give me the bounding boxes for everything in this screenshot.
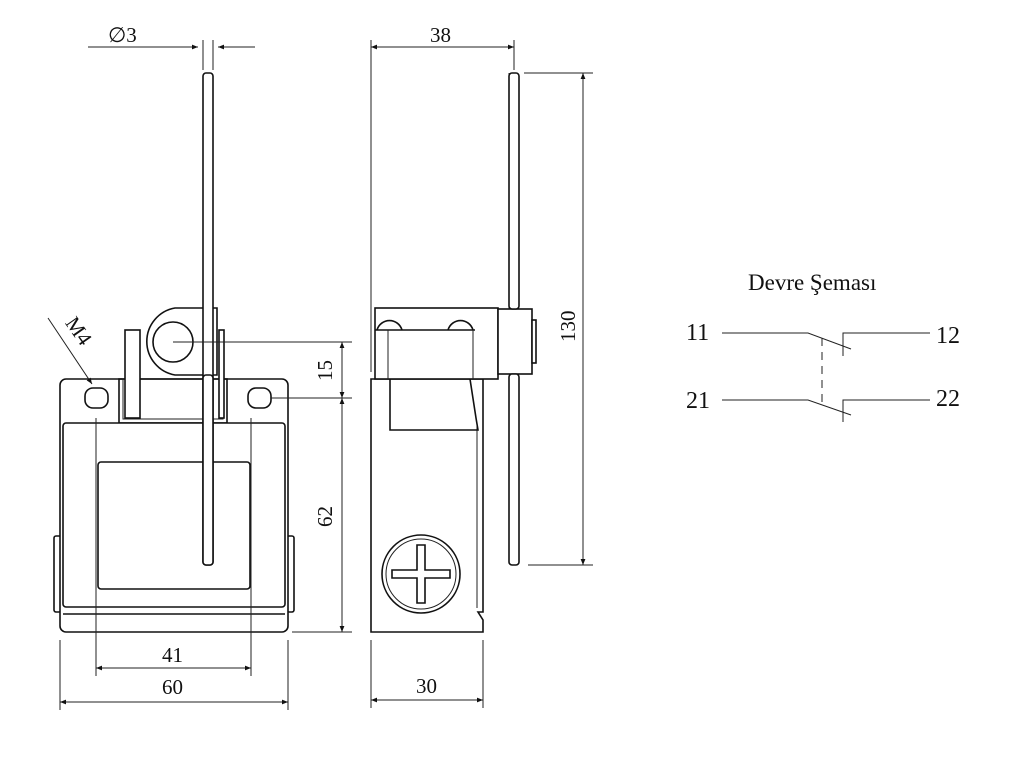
terminal-22: 22	[936, 386, 960, 412]
front-view	[53, 72, 295, 633]
terminal-12: 12	[936, 323, 960, 349]
side-head	[374, 307, 499, 380]
dim-15: 15	[313, 360, 337, 381]
dim-41: 41	[162, 643, 183, 667]
dim-30: 30	[416, 674, 437, 698]
cover-window	[97, 461, 251, 590]
side-roller-block	[497, 308, 533, 375]
lever-rod-front-lower	[202, 374, 214, 566]
dim-38: 38	[430, 23, 451, 47]
side-neck	[389, 378, 479, 431]
dim-130: 130	[556, 311, 580, 343]
side-view	[370, 72, 537, 633]
lever-arm-left	[124, 329, 141, 419]
dim-60: 60	[162, 675, 183, 699]
terminal-21: 21	[686, 388, 710, 414]
lever-rod-side	[508, 72, 520, 310]
lever-arm-right	[218, 329, 225, 419]
side-dimensions: 38 130 30	[370, 23, 593, 708]
dim-62: 62	[313, 506, 337, 527]
side-body	[370, 378, 484, 633]
circuit-diagram: Devre Şeması 11 12 21 22	[686, 270, 960, 422]
terminal-11: 11	[686, 320, 709, 346]
circuit-title: Devre Şeması	[748, 270, 876, 295]
cable-gland-screw	[381, 534, 461, 614]
mounting-hole-left	[84, 387, 109, 409]
dim-rod-diameter: ∅3	[108, 23, 137, 47]
